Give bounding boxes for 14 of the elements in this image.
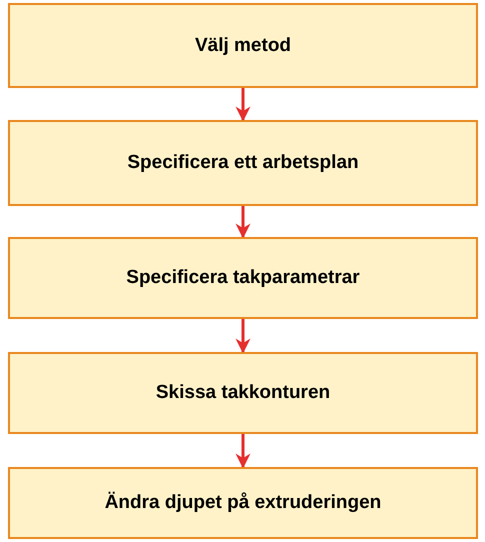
step-label: Skissa takkonturen: [156, 382, 330, 404]
process-box: [8, 3, 478, 88]
process-box: [8, 467, 478, 539]
arrow: [236, 319, 250, 354]
process-box: [8, 237, 478, 319]
arrow: [236, 206, 250, 238]
step-label: Specificera ett arbetsplan: [127, 152, 359, 174]
step-label: Specificera takparametrar: [126, 267, 360, 289]
arrow: [236, 88, 250, 122]
arrow: [236, 434, 250, 468]
step-label: Välj metod: [194, 34, 292, 56]
process-box: [8, 352, 478, 434]
process-box: [8, 120, 478, 206]
step-label: Ändra djupet på extruderingen: [104, 492, 382, 514]
